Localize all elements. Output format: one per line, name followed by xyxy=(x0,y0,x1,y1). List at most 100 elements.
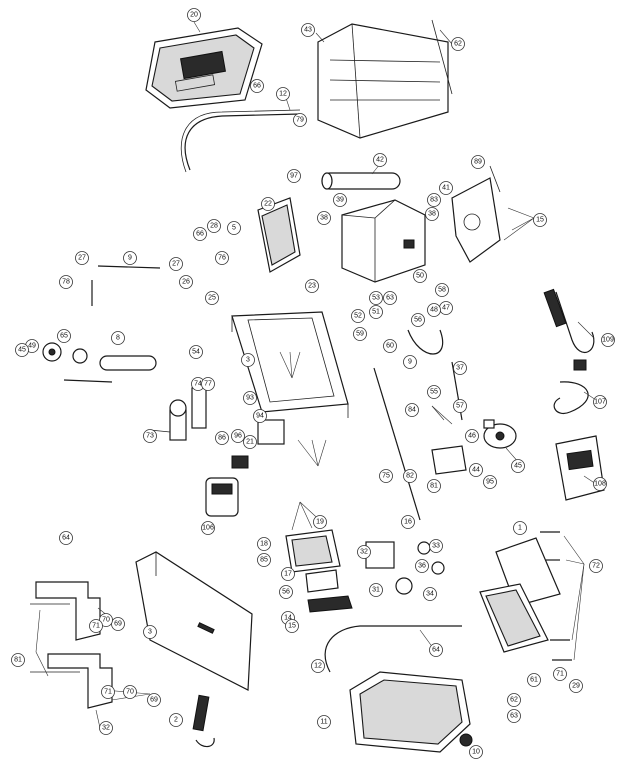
callout-circle xyxy=(333,193,347,207)
callout-label: 20 xyxy=(190,12,198,19)
callout-label: 25 xyxy=(208,295,216,302)
callout-label: 76 xyxy=(218,255,226,262)
callout-label: 75 xyxy=(382,473,390,480)
callout-c53: 53 xyxy=(369,291,383,305)
callout-c3a: 3 xyxy=(241,353,255,367)
callout-circle xyxy=(189,345,203,359)
callout-label: 63 xyxy=(510,713,518,720)
callout-circle xyxy=(201,521,215,535)
callout-label: 9 xyxy=(128,255,132,262)
callout-circle xyxy=(589,559,603,573)
callout-c20: 20 xyxy=(187,8,201,22)
callout-label: 5 xyxy=(232,225,236,232)
part-drawings xyxy=(30,19,605,753)
callout-label: 109 xyxy=(602,337,614,344)
control-panel-tray xyxy=(145,27,263,109)
callout-circle xyxy=(187,8,201,22)
callout-c26: 26 xyxy=(179,275,193,289)
callout-circle xyxy=(317,211,331,225)
callout-circle xyxy=(243,391,257,405)
callout-c93: 93 xyxy=(243,391,257,405)
callout-label: 60 xyxy=(386,343,394,350)
callout-c55: 55 xyxy=(427,385,441,399)
callout-c85: 85 xyxy=(257,553,271,567)
controller-box xyxy=(555,435,605,501)
callout-label: 10 xyxy=(472,749,480,756)
callout-label: 70 xyxy=(126,689,134,696)
callout-circle xyxy=(369,305,383,319)
callout-label: 32 xyxy=(360,549,368,556)
callout-circle xyxy=(403,469,417,483)
callout-circle xyxy=(276,87,290,101)
callout-circle xyxy=(511,459,525,473)
callout-c63: 63 xyxy=(383,291,397,305)
callout-label: 52 xyxy=(354,313,362,320)
callout-circle xyxy=(429,539,443,553)
callout-c73: 73 xyxy=(143,429,157,443)
callout-c81b: 81 xyxy=(11,653,25,667)
callout-circle xyxy=(373,153,387,167)
callout-label: 74 xyxy=(194,381,202,388)
callout-c44: 44 xyxy=(469,463,483,477)
callout-label: 66 xyxy=(253,83,261,90)
callout-circle xyxy=(429,643,443,657)
callout-label: 71 xyxy=(104,689,112,696)
callout-circle xyxy=(405,403,419,417)
callout-label: 95 xyxy=(486,479,494,486)
callout-c12b: 12 xyxy=(311,659,325,673)
callout-c76: 76 xyxy=(215,251,229,265)
callout-c45b: 45 xyxy=(511,459,525,473)
motor-block xyxy=(205,477,239,517)
callout-circle xyxy=(215,251,229,265)
callout-label: 48 xyxy=(430,307,438,314)
callout-c81: 81 xyxy=(427,479,441,493)
callout-c29: 29 xyxy=(569,679,583,693)
callout-c56b: 56 xyxy=(279,585,293,599)
callout-label: 64 xyxy=(62,535,70,542)
callout-circle xyxy=(507,693,521,707)
callout-c9b: 9 xyxy=(403,355,417,369)
callout-label: 28 xyxy=(210,223,218,230)
callout-circle xyxy=(317,715,331,729)
callout-c60: 60 xyxy=(383,339,397,353)
callout-label: 108 xyxy=(594,481,606,488)
callout-circle xyxy=(423,587,437,601)
callout-circle xyxy=(451,37,465,51)
callout-circle xyxy=(351,309,365,323)
callout-label: 12 xyxy=(279,91,287,98)
callout-label: 42 xyxy=(376,157,384,164)
callout-label: 32 xyxy=(102,725,110,732)
callout-circle xyxy=(369,583,383,597)
callout-c33: 33 xyxy=(429,539,443,553)
bottom-tray xyxy=(349,671,471,753)
callout-c70b: 70 xyxy=(123,685,137,699)
callout-circle xyxy=(453,361,467,375)
callout-circle xyxy=(169,713,183,727)
callout-c95: 95 xyxy=(483,475,497,489)
callout-circle xyxy=(147,693,161,707)
callout-circle xyxy=(143,429,157,443)
callout-label: 57 xyxy=(456,403,464,410)
callout-circle xyxy=(569,679,583,693)
callout-label: 58 xyxy=(438,287,446,294)
callout-label: 16 xyxy=(404,519,412,526)
callout-circle xyxy=(279,585,293,599)
callout-label: 14 xyxy=(284,615,292,622)
callout-c57: 57 xyxy=(453,399,467,413)
callout-label: 38 xyxy=(320,215,328,222)
callout-c37: 37 xyxy=(453,361,467,375)
callout-label: 84 xyxy=(408,407,416,414)
callout-c107: 107 xyxy=(593,395,607,409)
callout-c66a: 66 xyxy=(250,79,264,93)
callout-circle xyxy=(483,475,497,489)
callout-circle xyxy=(59,275,73,289)
callout-circle xyxy=(11,653,25,667)
callout-label: 19 xyxy=(316,519,324,526)
callout-c69b: 69 xyxy=(147,693,161,707)
callout-c45a: 45 xyxy=(15,343,29,357)
callout-circle xyxy=(59,531,73,545)
callout-label: 61 xyxy=(530,677,538,684)
callout-label: 71 xyxy=(92,623,100,630)
callout-label: 21 xyxy=(246,439,254,446)
callout-c48: 48 xyxy=(427,303,441,317)
